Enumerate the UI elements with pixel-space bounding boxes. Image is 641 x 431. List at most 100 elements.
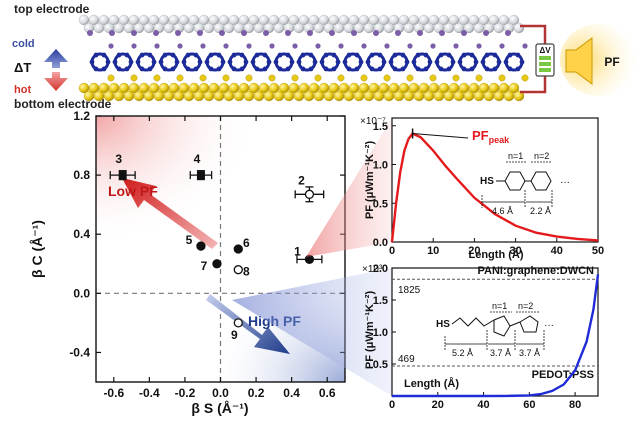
- ring-atom: [262, 66, 268, 72]
- gold-atom: [103, 90, 115, 102]
- gold-atom: [83, 90, 95, 102]
- linker-atom: [153, 30, 159, 36]
- ring-atom: [208, 52, 214, 58]
- cold-label: cold: [12, 38, 35, 50]
- gold-atom: [473, 90, 485, 102]
- molecule-unit: [296, 43, 322, 82]
- ring-center: [350, 59, 356, 65]
- ring-atom: [151, 59, 157, 65]
- ring-atom: [89, 59, 95, 65]
- anchor-atom: [269, 43, 275, 49]
- anchor-atom: [430, 43, 436, 49]
- sulfur-atom: [452, 74, 460, 82]
- silver-atom: [333, 22, 345, 34]
- gold-atom: [508, 82, 520, 94]
- gold-atom: [163, 90, 175, 102]
- sulfur-atom: [406, 74, 414, 82]
- ring-atom: [101, 66, 107, 72]
- ring-atom: [112, 59, 118, 65]
- n2-label: n=2: [534, 151, 549, 161]
- anchor-atom: [476, 43, 482, 49]
- linker-atom: [241, 30, 247, 36]
- ring-center: [304, 59, 310, 65]
- thiol-group-label: HS: [436, 319, 450, 330]
- point-marker: [233, 265, 243, 275]
- linker-atom: [329, 30, 335, 36]
- linker-atom: [219, 30, 225, 36]
- gold-atom: [253, 90, 265, 102]
- sulfur-atom: [222, 74, 230, 82]
- y-tick-label: 0.5: [373, 359, 388, 371]
- gold-atom: [413, 90, 425, 102]
- gold-atom: [323, 90, 335, 102]
- ring-atom: [388, 59, 394, 65]
- anchor-atom: [453, 43, 459, 49]
- ring-atom: [208, 66, 214, 72]
- scatter-point: 5: [186, 233, 206, 251]
- gold-atom: [483, 90, 495, 102]
- molecule-unit: [411, 43, 437, 82]
- ring-center: [143, 59, 149, 65]
- x-tick-label: 50: [592, 245, 604, 257]
- molecule-unit: [273, 43, 299, 82]
- zoom-funnel-blue: [232, 268, 392, 396]
- y-tick-label: 0.4: [73, 227, 90, 241]
- gold-atom: [463, 90, 475, 102]
- molecule-unit: [135, 43, 161, 82]
- high-pf-arrow: [206, 294, 290, 354]
- ring-atom: [239, 66, 245, 72]
- gold-atom: [93, 90, 105, 102]
- ring-atom: [227, 59, 233, 65]
- anchor-atom: [499, 43, 505, 49]
- silver-atom: [93, 22, 105, 34]
- ring-center: [120, 59, 126, 65]
- low-pf-region: [96, 116, 258, 246]
- ring-atom: [216, 66, 222, 72]
- ring-atom: [308, 66, 314, 72]
- ring-atom: [266, 59, 272, 65]
- point-label: 5: [186, 233, 193, 247]
- scatter-y-label: β C (Å⁻¹): [29, 220, 45, 278]
- distance-label: 3.7 Å: [490, 348, 511, 358]
- gold-atom: [353, 90, 365, 102]
- sulfur-atom: [337, 74, 345, 82]
- ring-center: [442, 59, 448, 65]
- speaker-icon: [565, 37, 593, 85]
- linker-atom: [285, 30, 291, 36]
- benzene-ring-icon: [530, 171, 552, 191]
- distance-label: 2.2 Å: [530, 206, 551, 216]
- x-tick-label: 40: [477, 399, 489, 411]
- linker-atom: [461, 30, 467, 36]
- point-marker: [233, 244, 243, 254]
- scatter-point: 9: [231, 318, 243, 342]
- linker-atom: [505, 30, 511, 36]
- speaker-glow: [560, 24, 636, 96]
- anchor-atom: [315, 43, 321, 49]
- silver-atom: [113, 22, 125, 34]
- peak-leader-line: [412, 133, 469, 139]
- ring-atom: [335, 59, 341, 65]
- linker-atom: [439, 30, 445, 36]
- ring-atom: [480, 59, 486, 65]
- x-tick-label: 0: [389, 245, 395, 257]
- ring-atom: [369, 66, 375, 72]
- ring-atom: [423, 66, 429, 72]
- ring-center: [511, 59, 517, 65]
- top-electrode-label: top electrode: [14, 2, 90, 16]
- anchor-atom: [154, 43, 160, 49]
- x-tick-label: 0.4: [283, 386, 300, 400]
- inset2-exponent: ×10³: [362, 264, 383, 275]
- gold-atom: [443, 90, 455, 102]
- y-tick-label: 1.0: [373, 160, 388, 172]
- molecule-unit: [181, 43, 207, 82]
- ring-atom: [377, 66, 383, 72]
- ring-atom: [193, 52, 199, 58]
- gold-atom: [203, 90, 215, 102]
- ring-atom: [411, 59, 417, 65]
- gold-atom: [213, 90, 225, 102]
- ring-atom: [128, 59, 134, 65]
- ring-atom: [503, 59, 509, 65]
